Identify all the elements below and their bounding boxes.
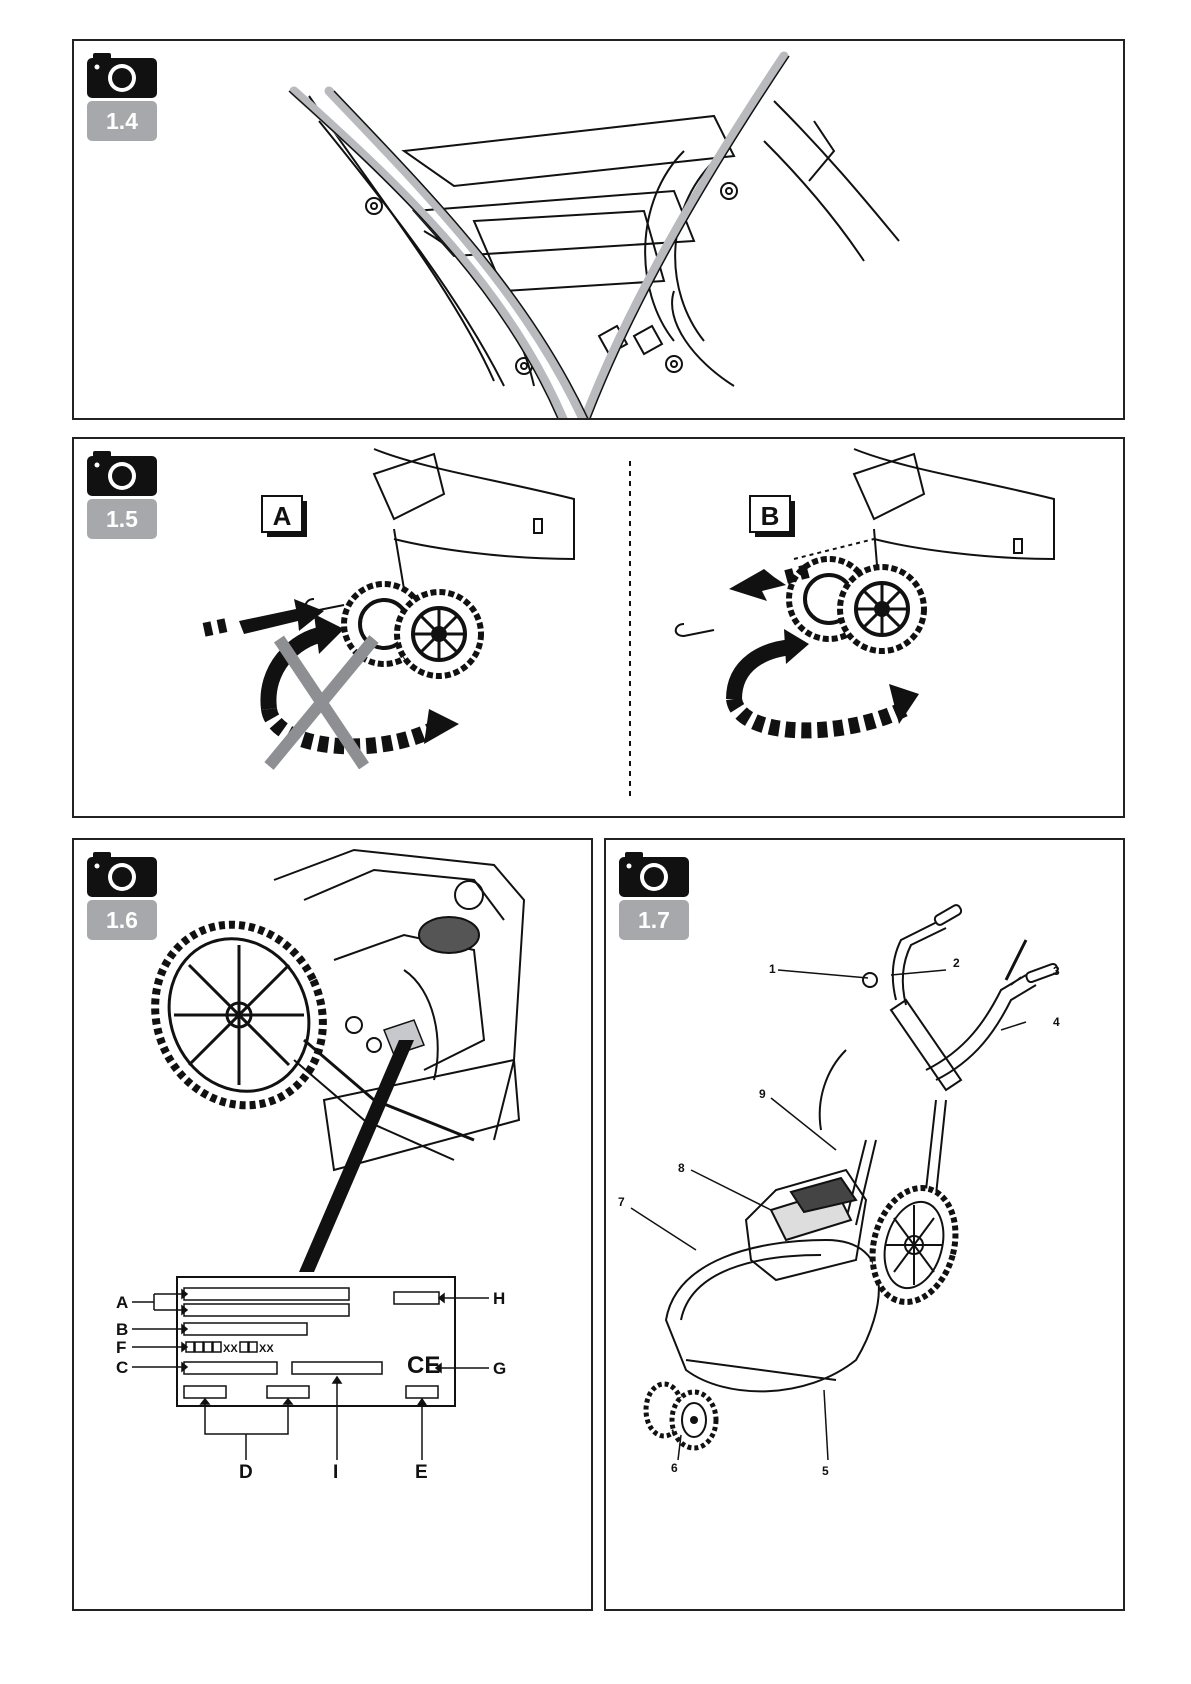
plate-label-c: C bbox=[116, 1358, 128, 1377]
rear-wheel bbox=[151, 920, 327, 1110]
plate-label-g: G bbox=[493, 1359, 506, 1378]
plate-label-b: B bbox=[116, 1320, 128, 1339]
figure-1-4-illustration bbox=[288, 51, 900, 418]
pin-b bbox=[674, 623, 715, 638]
plate-label-f: F bbox=[116, 1338, 126, 1357]
figure-1-6-illustration: XX XX CE A bbox=[116, 848, 526, 1483]
plate-label-d: D bbox=[239, 1462, 253, 1483]
wheel-pair-a bbox=[341, 581, 484, 679]
figure-badge-1-7: 1.7 bbox=[619, 851, 689, 940]
engine bbox=[744, 1168, 868, 1282]
variant-b-label: B bbox=[761, 501, 780, 531]
rating-plate-location bbox=[383, 1019, 425, 1056]
callout-3: 3 bbox=[1053, 964, 1060, 978]
right-wheel bbox=[869, 1185, 959, 1305]
figure-1-6-panel: XX XX CE A bbox=[72, 838, 593, 1611]
figure-1-5-illustration: A bbox=[202, 448, 1055, 801]
figure-1-7-illustration: 1 2 3 4 5 6 7 8 9 bbox=[618, 904, 1060, 1478]
front-wheels bbox=[643, 1381, 719, 1451]
callout-6: 6 bbox=[671, 1461, 678, 1475]
figure-number: 1.7 bbox=[619, 900, 689, 940]
arrow-remove-b bbox=[729, 564, 810, 601]
callout-7: 7 bbox=[618, 1195, 625, 1209]
handle-grips bbox=[862, 904, 1059, 988]
plate-label-h: H bbox=[493, 1289, 505, 1308]
arrow-insert-a bbox=[202, 599, 324, 637]
figure-badge-1-6: 1.6 bbox=[87, 851, 157, 940]
figure-badge-1-5: 1.5 bbox=[87, 450, 157, 539]
plate-label-e: E bbox=[415, 1462, 428, 1483]
figure-number: 1.4 bbox=[87, 101, 157, 141]
camera-icon bbox=[87, 53, 157, 98]
leader-wedge bbox=[299, 1040, 414, 1272]
camera-icon bbox=[619, 852, 689, 897]
rotation-arrow-b bbox=[726, 639, 908, 739]
wheel-pair-b bbox=[786, 556, 927, 654]
air-filter-grille bbox=[418, 916, 480, 954]
plate-label-a: A bbox=[116, 1293, 128, 1312]
callout-4: 4 bbox=[1053, 1015, 1060, 1029]
ce-mark: CE bbox=[407, 1352, 440, 1379]
variant-a-label: A bbox=[273, 501, 292, 531]
serial-code-part-2: XX bbox=[259, 1343, 274, 1355]
callout-5: 5 bbox=[822, 1464, 829, 1478]
figure-number: 1.5 bbox=[87, 499, 157, 539]
figure-badge-1-4: 1.4 bbox=[87, 52, 157, 141]
figure-1-7-panel: 1 2 3 4 5 6 7 8 9 1.7 bbox=[604, 838, 1125, 1611]
callout-2: 2 bbox=[953, 956, 960, 970]
figure-number: 1.6 bbox=[87, 900, 157, 940]
figure-1-4-panel: 1.4 bbox=[72, 39, 1125, 420]
camera-icon bbox=[87, 451, 157, 496]
callout-1: 1 bbox=[769, 962, 776, 976]
figure-1-5-panel: A bbox=[72, 437, 1125, 818]
cross-mark bbox=[264, 635, 379, 770]
callout-8: 8 bbox=[678, 1161, 685, 1175]
rating-plate bbox=[176, 1276, 456, 1407]
rotation-arrow-a bbox=[260, 626, 438, 755]
plate-label-i: I bbox=[333, 1462, 338, 1483]
serial-code-part-1: XX bbox=[223, 1343, 238, 1355]
callout-9: 9 bbox=[759, 1087, 766, 1101]
camera-icon bbox=[87, 852, 157, 897]
